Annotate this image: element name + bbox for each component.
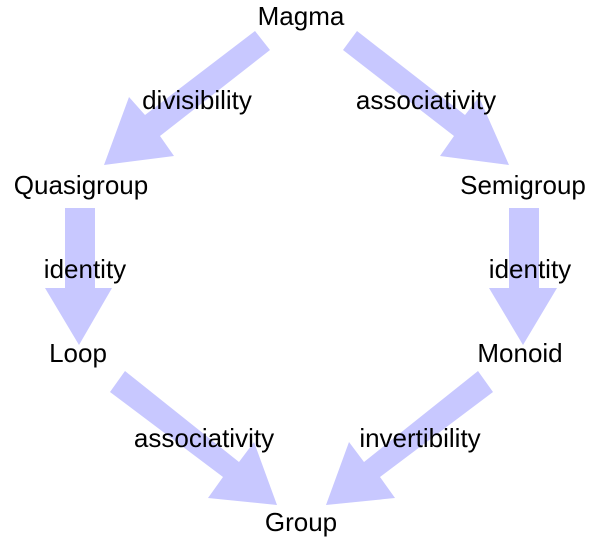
arrows	[45, 31, 557, 505]
node-loop: Loop	[49, 338, 107, 368]
edge-label-semigroup-monoid: identity	[489, 254, 571, 284]
node-monoid: Monoid	[477, 338, 562, 368]
arrow-magma-to-quasigroup	[104, 31, 270, 165]
edge-labels: divisibility associativity identity iden…	[44, 85, 571, 453]
arrow-loop-to-group	[110, 371, 277, 505]
arrow-magma-to-semigroup	[343, 31, 509, 165]
arrow-monoid-to-group	[326, 371, 493, 505]
edge-label-loop-group: associativity	[134, 423, 274, 453]
arrow-semigroup-to-monoid	[489, 208, 557, 345]
arrow-quasigroup-to-loop	[45, 208, 112, 345]
node-semigroup: Semigroup	[460, 170, 586, 200]
edge-label-monoid-group: invertibility	[359, 423, 480, 453]
node-group: Group	[265, 507, 337, 537]
nodes: Magma Quasigroup Semigroup Loop Monoid G…	[14, 1, 586, 537]
edge-label-magma-semigroup: associativity	[356, 85, 496, 115]
node-quasigroup: Quasigroup	[14, 170, 148, 200]
edge-label-quasigroup-loop: identity	[44, 254, 126, 284]
node-magma: Magma	[258, 1, 345, 31]
edge-label-magma-quasigroup: divisibility	[142, 85, 252, 115]
